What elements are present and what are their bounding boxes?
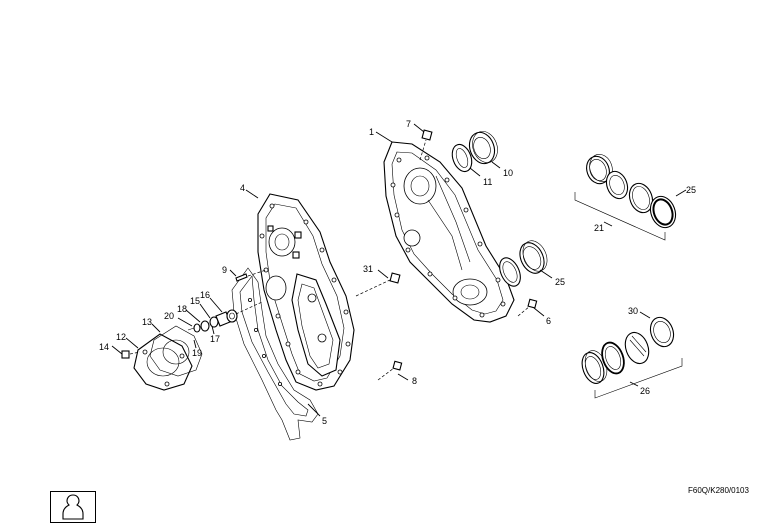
callout-12: 12 — [116, 332, 126, 342]
seal-kit-25-lower — [499, 240, 548, 287]
reference-icon-box — [50, 491, 96, 523]
callout-5: 5 — [322, 416, 327, 426]
callout-6: 6 — [546, 316, 551, 326]
callout-1: 1 — [369, 127, 374, 137]
callout-13: 13 — [142, 317, 152, 327]
callout-18: 18 — [177, 304, 187, 314]
callout-30: 30 — [628, 306, 638, 316]
callout-21: 21 — [594, 223, 604, 233]
seal-kit-21 — [574, 154, 677, 241]
callout-19: 19 — [192, 348, 202, 358]
rear-timing-cover — [383, 141, 515, 323]
gasket-5 — [231, 267, 319, 441]
seal-kit-26 — [581, 316, 683, 399]
key-lock-icon — [62, 494, 84, 520]
callout-8: 8 — [412, 376, 417, 386]
dowel-pin-9 — [235, 269, 267, 282]
sensor-assembly-15-20 — [187, 301, 263, 333]
callout-26: 26 — [640, 386, 650, 396]
seal-ring-10 — [468, 131, 498, 165]
callout-25-upper: 25 — [686, 185, 696, 195]
leader-lines — [111, 123, 687, 417]
callout-4: 4 — [240, 183, 245, 193]
callout-17: 17 — [210, 334, 220, 344]
bolt-8 — [377, 360, 403, 381]
gasket-13 — [149, 325, 203, 377]
oil-seal-11 — [451, 143, 473, 173]
callout-14: 14 — [99, 342, 109, 352]
bolt-6 — [517, 298, 538, 317]
callout-15: 15 — [190, 296, 200, 306]
front-timing-cover — [257, 193, 355, 391]
drawing-code: F60Q/K280/0103 — [688, 486, 749, 495]
bolt-7 — [419, 129, 433, 161]
callout-labels: 1 7 11 10 25 6 21 25 30 26 4 9 31 8 5 14… — [99, 119, 696, 426]
callout-25-lower: 25 — [555, 277, 565, 287]
callout-16: 16 — [200, 290, 210, 300]
bolt-14 — [121, 350, 141, 359]
callout-11: 11 — [483, 177, 492, 187]
callout-20: 20 — [164, 311, 174, 321]
bolt-31 — [355, 272, 401, 297]
callout-10: 10 — [503, 168, 513, 178]
callout-31: 31 — [363, 264, 373, 274]
callout-7: 7 — [406, 119, 411, 129]
callout-9: 9 — [222, 265, 227, 275]
